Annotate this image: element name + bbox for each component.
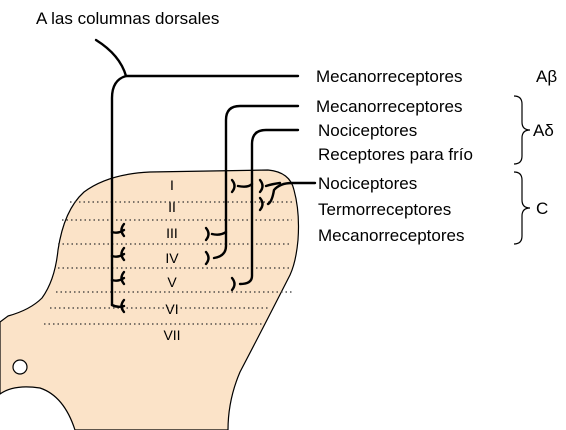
small-circle	[13, 360, 27, 374]
lamina-label-vii: VII	[163, 327, 180, 343]
lamina-label-iii: III	[166, 225, 178, 241]
lamina-label-ii: II	[168, 199, 176, 215]
fiber-type-a-delta: Aδ	[533, 121, 554, 140]
lamina-label-iv: IV	[165, 250, 179, 266]
receptor-label-mechano-abeta: Mecanorreceptores	[316, 67, 462, 86]
lamina-label-vi: VI	[165, 301, 178, 317]
receptor-label-thermo: Termorreceptores	[318, 200, 451, 219]
dorsal-horn-gray-matter	[0, 170, 299, 430]
fiber-type-c: C	[536, 199, 548, 218]
receptor-label-mechano-adelta: Mecanorreceptores	[316, 97, 462, 116]
receptor-label-mechano-c: Mecanorreceptores	[318, 226, 464, 245]
brace-c	[514, 172, 530, 244]
receptor-label-nociceptor-adelta: Nociceptores	[318, 121, 417, 140]
receptor-label-nociceptor-c: Nociceptores	[318, 174, 417, 193]
dorsal-columns-label: A las columnas dorsales	[36, 9, 219, 28]
fiber-type-a-beta: Aβ	[536, 67, 557, 86]
lamina-label-v: V	[167, 274, 177, 290]
lamina-label-i: I	[170, 177, 174, 193]
brace-a-delta	[514, 96, 530, 164]
receptor-label-cold: Receptores para frío	[318, 145, 473, 164]
